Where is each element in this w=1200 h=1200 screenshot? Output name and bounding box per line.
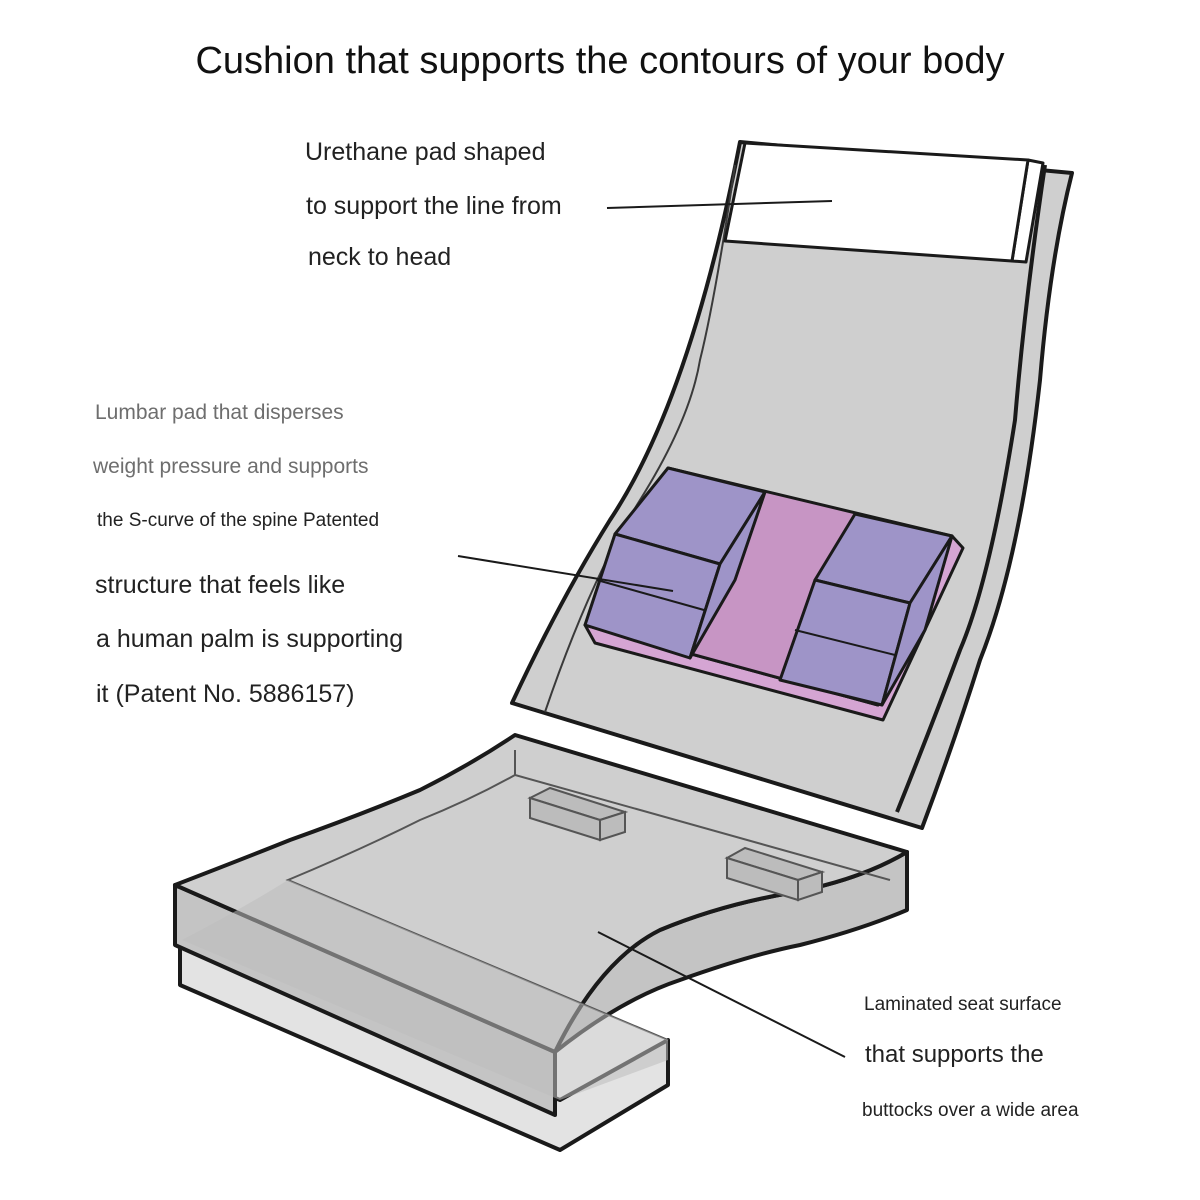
seat-callout-line-2: that supports the (865, 1041, 1044, 1068)
lumbar-callout-line-2: weight pressure and supports (93, 455, 369, 478)
lumbar-callout-line-6: it (Patent No. 5886157) (96, 680, 355, 708)
lumbar-leader-line (457, 555, 674, 592)
lumbar-callout-line-1: Lumbar pad that disperses (95, 401, 344, 424)
headrest-callout-line-1: Urethane pad shaped (305, 138, 546, 166)
seat-callout-line-1: Laminated seat surface (864, 994, 1062, 1015)
seat-callout-line-3: buttocks over a wide area (862, 1100, 1079, 1121)
seat-block-left-side (599, 810, 626, 842)
headrest-pad (723, 141, 1030, 263)
diagram-title: Cushion that supports the contours of yo… (195, 40, 1005, 82)
lumbar-right-block-side (880, 534, 954, 707)
headrest-callout-line-2: to support the line from (306, 192, 562, 220)
seat-inner-layer-band (182, 880, 668, 1100)
lumbar-callout-line-3: the S-curve of the spine Patented (97, 510, 380, 531)
seat-leader-line (597, 931, 846, 1058)
backrest-inner-line (544, 164, 736, 713)
lumbar-callout-line-4: structure that feels like (95, 571, 346, 599)
headrest-callout-line-3: neck to head (308, 243, 452, 271)
lumbar-left-block-mid (596, 579, 705, 611)
backrest-side-edge (895, 164, 1047, 813)
lumbar-left-block-side (688, 490, 767, 660)
lumbar-right-block-mid (794, 629, 896, 656)
headrest-leader-line (606, 200, 833, 209)
seat-inner-left-edge (285, 774, 669, 1041)
seat-block-right-side (797, 870, 823, 902)
lumbar-callout-line-5: a human palm is supporting (96, 625, 404, 653)
seat-top-surface (173, 733, 909, 1054)
